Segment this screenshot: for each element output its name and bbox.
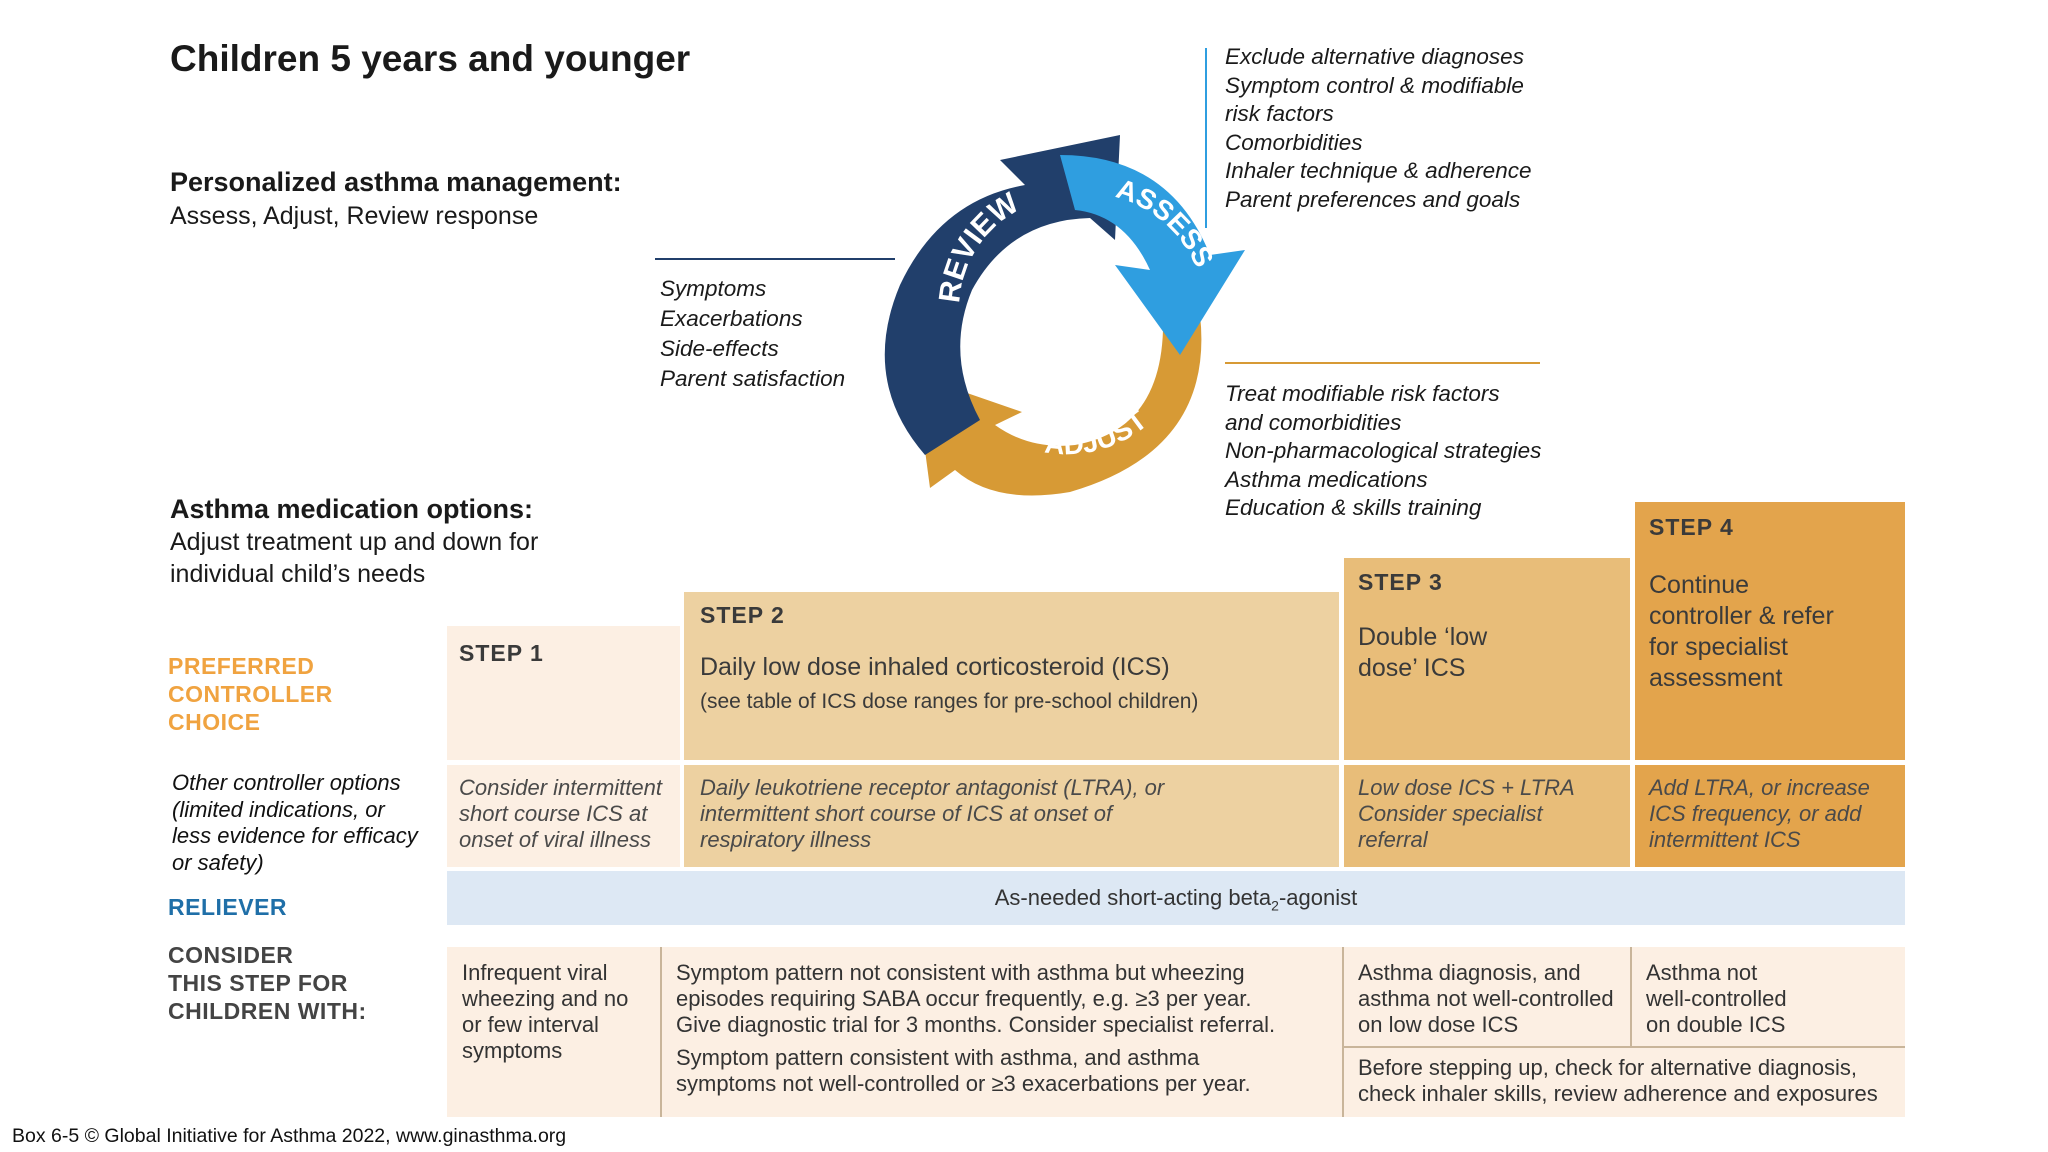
- management-subtitle: Assess, Adjust, Review response: [170, 202, 539, 230]
- step-2-other-box: Daily leukotriene receptor antagonist (L…: [684, 765, 1339, 867]
- step-2-preferred-box: STEP 2 Daily low dose inhaled corticoste…: [684, 592, 1339, 760]
- step-3-label: STEP 3: [1358, 569, 1443, 595]
- step-3-preferred-text: Double ‘low dose’ ICS: [1358, 623, 1488, 682]
- adjust-connector-line: [1225, 362, 1540, 364]
- step-4-other-text: Add LTRA, or increase ICS frequency, or …: [1649, 775, 1870, 852]
- management-cycle-diagram: REVIEW ASSESS ADJUST: [884, 135, 1245, 496]
- step-3-other-box: Low dose ICS + LTRA Consider specialist …: [1344, 765, 1630, 867]
- step-2-preferred-note: (see table of ICS dose ranges for pre-sc…: [700, 690, 1199, 713]
- consider-divider-2: [1342, 947, 1344, 1117]
- review-arrow: [884, 135, 1120, 455]
- consider-step-2b-text: Symptom pattern consistent with asthma, …: [676, 1045, 1251, 1096]
- consider-divider-1: [660, 947, 662, 1117]
- medication-subtitle: Adjust treatment up and down for individ…: [170, 528, 539, 588]
- consider-step-4-text: Asthma not well-controlled on double ICS: [1646, 960, 1787, 1037]
- consider-step-3-text: Asthma diagnosis, and asthma not well-co…: [1358, 960, 1614, 1037]
- reliever-subscript: 2: [1271, 897, 1279, 914]
- step-1-other-text: Consider intermittent short course ICS a…: [459, 775, 662, 852]
- consider-step-1-text: Infrequent viral wheezing and no or few …: [462, 960, 629, 1063]
- step-4-preferred-text: Continue controller & refer for speciali…: [1649, 571, 1834, 692]
- consider-divider-4: [1342, 1046, 1905, 1048]
- step-2-other-text: Daily leukotriene receptor antagonist (L…: [700, 775, 1165, 852]
- step-3-preferred-box: STEP 3 Double ‘low dose’ ICS: [1344, 558, 1630, 760]
- reliever-text-tail: -agonist: [1278, 885, 1358, 910]
- step-4-label: STEP 4: [1649, 514, 1734, 540]
- page-title: Children 5 years and younger: [170, 38, 691, 79]
- step-3-other-text: Low dose ICS + LTRA Consider specialist …: [1358, 775, 1575, 852]
- assess-items: Exclude alternative diagnoses Symptom co…: [1225, 44, 1532, 212]
- step-2-label: STEP 2: [700, 602, 785, 628]
- management-heading: Personalized asthma management:: [170, 167, 622, 197]
- assess-arrow: [1060, 155, 1245, 355]
- preferred-controller-label: PREFERRED CONTROLLER CHOICE: [168, 653, 333, 735]
- consider-label: CONSIDER THIS STEP FOR CHILDREN WITH:: [168, 942, 367, 1024]
- reliever-text: As-needed short-acting beta: [994, 885, 1272, 910]
- consider-row: [447, 947, 1905, 1117]
- step-4-other-box: Add LTRA, or increase ICS frequency, or …: [1635, 765, 1905, 867]
- step-1-preferred-box: STEP 1: [447, 626, 680, 760]
- review-connector-line: [655, 258, 895, 260]
- consider-step-34-text: Before stepping up, check for alternativ…: [1358, 1055, 1878, 1106]
- step-2-preferred-text: Daily low dose inhaled corticosteroid (I…: [700, 653, 1170, 681]
- reliever-label: RELIEVER: [168, 894, 288, 920]
- footer-copyright: Box 6-5 © Global Initiative for Asthma 2…: [12, 1125, 567, 1147]
- consider-divider-3: [1630, 947, 1632, 1047]
- review-items: Symptoms Exacerbations Side-effects Pare…: [660, 276, 846, 391]
- step-1-other-box: Consider intermittent short course ICS a…: [447, 765, 680, 867]
- adjust-arrow: [915, 315, 1202, 496]
- other-controller-label: Other controller options (limited indica…: [172, 770, 418, 875]
- medication-heading: Asthma medication options:: [170, 494, 534, 524]
- adjust-items: Treat modifiable risk factors and comorb…: [1225, 381, 1542, 520]
- reliever-bar: As-needed short-acting beta2-agonist: [447, 871, 1905, 925]
- step-4-preferred-box: STEP 4 Continue controller & refer for s…: [1635, 502, 1905, 760]
- assess-connector-line: [1205, 48, 1207, 228]
- consider-step-2a-text: Symptom pattern not consistent with asth…: [676, 960, 1276, 1037]
- step-1-label: STEP 1: [459, 640, 544, 666]
